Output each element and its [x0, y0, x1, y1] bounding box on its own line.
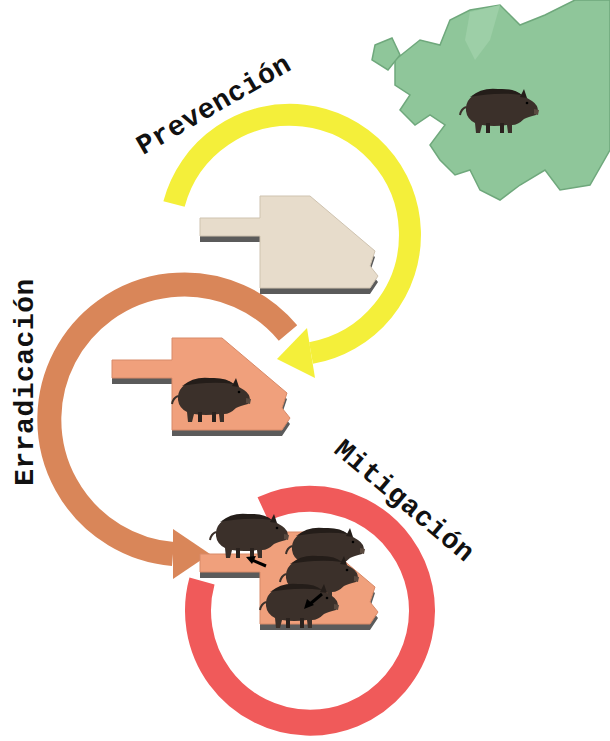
stage-label: Erradicación [12, 278, 40, 486]
